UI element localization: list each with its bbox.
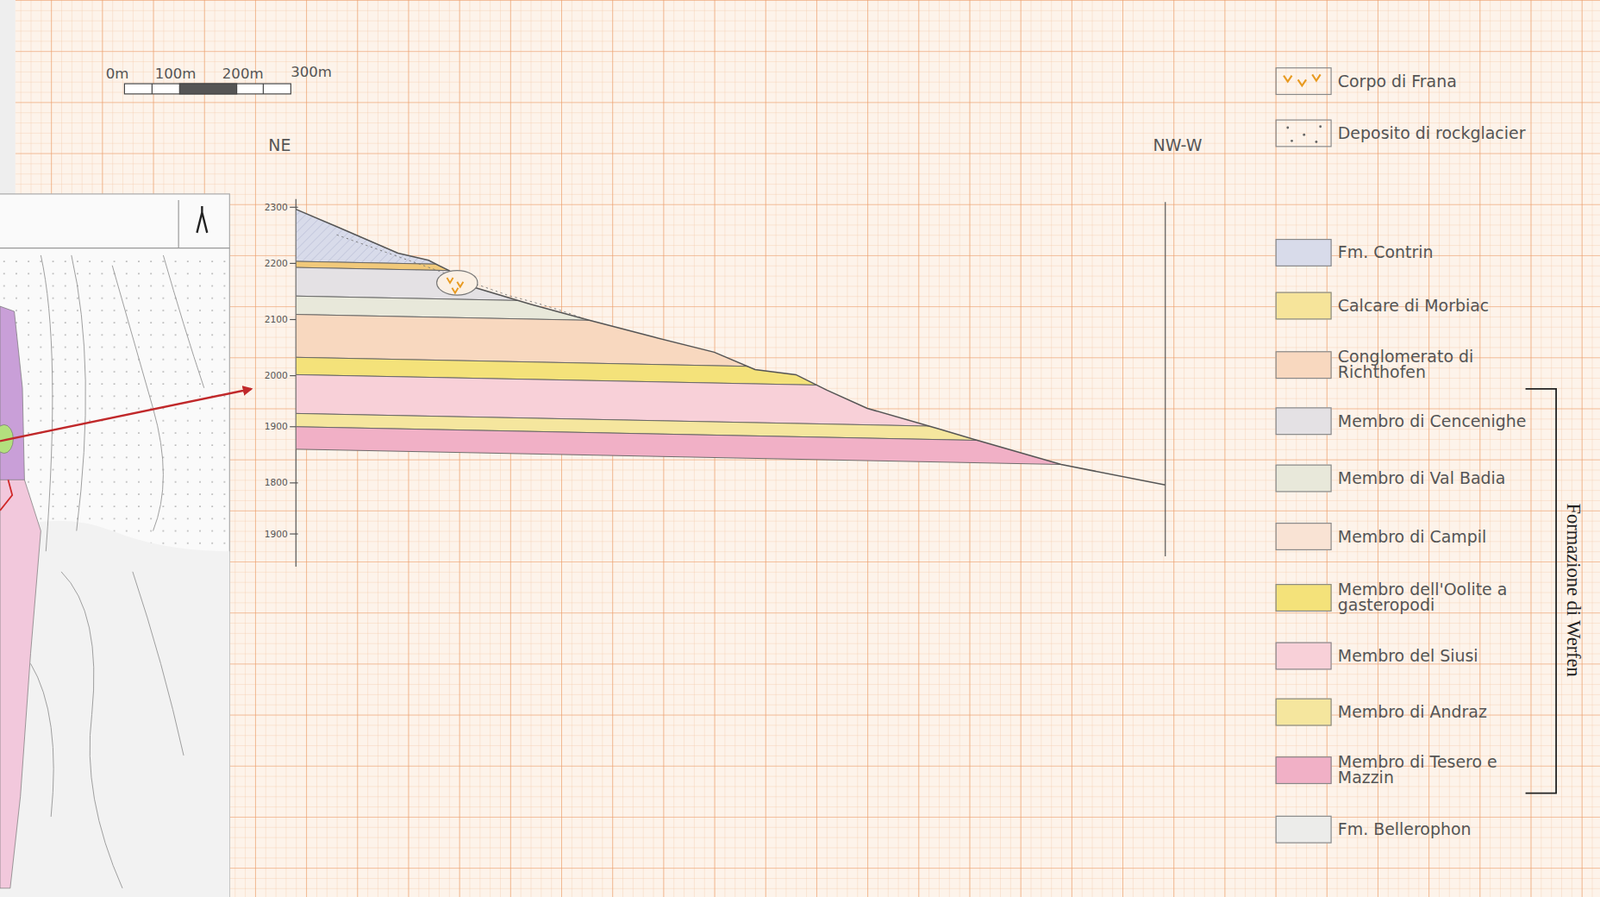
legend-swatch — [1275, 67, 1332, 95]
legend-swatch — [1275, 238, 1332, 267]
orientation-label: NE — [268, 135, 291, 155]
legend-swatch — [1275, 292, 1332, 320]
legend-swatch — [1275, 583, 1332, 612]
elevation-tick: 1900 — [264, 421, 288, 432]
legend-item: Fm. Contrin — [1275, 238, 1531, 267]
elevation-tick: 2000 — [264, 370, 288, 382]
legend-swatch — [1275, 642, 1332, 670]
landslide-symbol — [1283, 74, 1321, 86]
legend-text: Membro di Cencenighe — [1337, 412, 1531, 429]
legend-item: Membro di Val Badia — [1275, 464, 1531, 493]
legend-item: Corpo di Frana — [1275, 67, 1531, 95]
orientation-label: NW-W — [1152, 135, 1202, 155]
scale-label: 300m — [290, 62, 332, 80]
legend-swatch — [1275, 350, 1332, 379]
group-label: Formazione di Werfen — [1562, 502, 1585, 676]
legend-text: Corpo di Frana — [1337, 73, 1531, 89]
legend-item: Fm. Bellerophon — [1275, 815, 1531, 844]
elevation-tick: 1900 — [264, 528, 288, 539]
elevation-tick: 2300 — [264, 201, 288, 213]
legend-text: Fm. Contrin — [1337, 244, 1531, 261]
landslide-body — [437, 270, 478, 295]
scale-label: 200m — [222, 65, 264, 82]
legend-item: Membro di Campil — [1275, 522, 1531, 550]
elevation-tick: 2200 — [264, 257, 288, 269]
legend-swatch — [1275, 118, 1332, 147]
legend-text: Calcare di Morbiac — [1337, 298, 1531, 314]
legend-text: Membro di Tesero e Mazzin — [1337, 754, 1531, 786]
legend-item: Conglomerato di Richthofen — [1275, 349, 1531, 381]
legend-swatch — [1275, 815, 1332, 844]
strata — [295, 204, 1165, 467]
elevation-tick: 1800 — [264, 477, 288, 488]
legend-item: Membro del Siusi — [1275, 642, 1531, 670]
legend-item: Calcare di Morbiac — [1275, 292, 1531, 320]
legend-text: Membro di Andraz — [1337, 704, 1531, 720]
legend-swatch — [1275, 464, 1332, 493]
section-axes — [289, 199, 1166, 567]
legend-text: Conglomerato di Richthofen — [1337, 349, 1531, 381]
elevation-tick: 2100 — [264, 314, 288, 325]
scale-label: 100m — [155, 65, 197, 82]
topography-line — [295, 209, 1165, 486]
pointer-arrow — [0, 388, 251, 441]
legend-item: Membro di Cencenighe — [1275, 406, 1531, 435]
group-bracket — [1525, 388, 1557, 794]
legend-item: Deposito di rockglacier — [1275, 118, 1531, 147]
legend-text: Fm. Bellerophon — [1337, 821, 1531, 838]
legend-swatch — [1275, 698, 1332, 726]
legend-text: Membro del Siusi — [1337, 648, 1531, 664]
scale-label: 0m — [106, 65, 130, 82]
scale-bar — [124, 83, 291, 94]
legend-text: Membro dell'Oolite a gasteropodi — [1337, 581, 1531, 613]
rockglacier-symbol — [1286, 125, 1322, 144]
legend-item: Membro di Andraz — [1275, 698, 1531, 726]
map-inset — [0, 193, 230, 897]
legend-text: Membro di Val Badia — [1337, 470, 1531, 487]
legend-text: Deposito di rockglacier — [1337, 125, 1531, 141]
legend-swatch — [1275, 406, 1332, 435]
legend-swatch — [1275, 756, 1332, 784]
legend-item: Membro di Tesero e Mazzin — [1275, 754, 1531, 786]
legend-item: Membro dell'Oolite a gasteropodi — [1275, 581, 1531, 613]
legend-text: Membro di Campil — [1337, 528, 1531, 544]
legend-swatch — [1275, 522, 1332, 550]
